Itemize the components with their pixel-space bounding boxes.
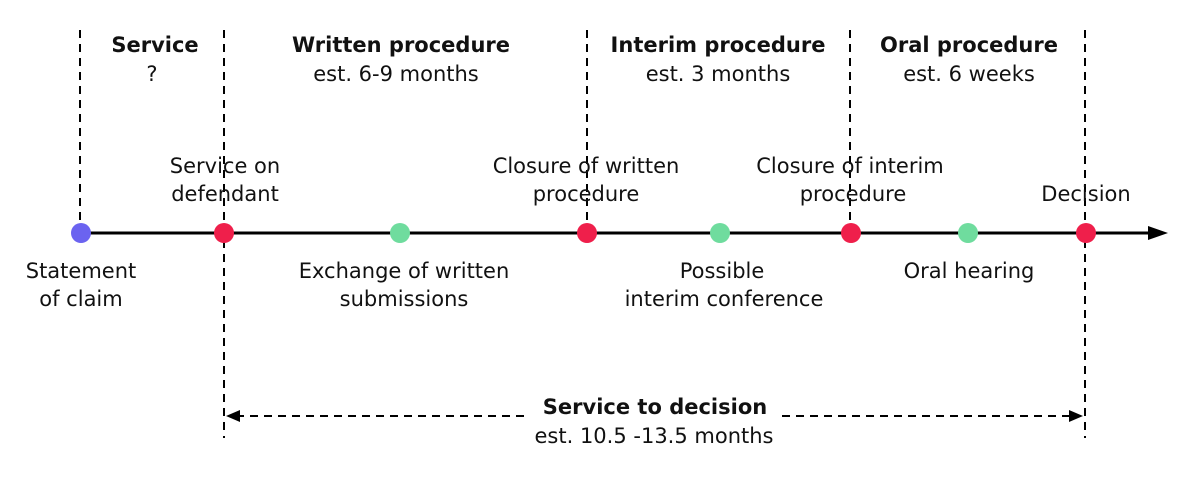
milestone-label-closure-interim-line2: procedure xyxy=(799,182,907,206)
dot-interim-conference xyxy=(710,223,730,243)
phase-title-interim: Interim procedure xyxy=(610,33,826,57)
event-label-oral-hearing: Oral hearing xyxy=(903,259,1035,283)
phase-duration-interim: est. 3 months xyxy=(645,62,791,86)
phase-duration-service: ? xyxy=(146,62,158,86)
milestone-label-decision: Decision xyxy=(1041,182,1131,206)
milestone-label-closure-written-line1: Closure of written xyxy=(492,154,680,178)
span-arrowhead-right xyxy=(1069,410,1083,422)
milestone-label-closure-written-line2: procedure xyxy=(532,182,640,206)
span-arrowhead-left xyxy=(226,410,240,422)
dot-closure-written xyxy=(577,223,597,243)
event-label-statement-line2: of claim xyxy=(39,287,123,311)
dot-exchange-of-submissions xyxy=(390,223,410,243)
event-label-interim-conference-line1: Possible xyxy=(679,259,765,283)
phase-title-service: Service xyxy=(111,33,199,57)
milestone-label-service-line2: defendant xyxy=(171,182,279,206)
phase-duration-written: est. 6-9 months xyxy=(313,62,479,86)
event-label-interim-conference-line2: interim conference xyxy=(624,287,824,311)
dot-service-on-defendant xyxy=(214,223,234,243)
span-title: Service to decision xyxy=(542,395,768,419)
timeline-arrowhead xyxy=(1148,226,1168,240)
event-label-exchange-line2: submissions xyxy=(339,287,469,311)
dot-oral-hearing xyxy=(958,223,978,243)
phase-title-written: Written procedure xyxy=(291,33,511,57)
span-duration: est. 10.5 -13.5 months xyxy=(534,424,774,448)
milestone-label-closure-interim-line1: Closure of interim xyxy=(756,154,944,178)
event-label-statement-line1: Statement xyxy=(25,259,137,283)
milestone-label-service-line1: Service on xyxy=(169,154,281,178)
phase-title-oral: Oral procedure xyxy=(880,33,1058,57)
dot-decision xyxy=(1076,223,1096,243)
dot-statement-of-claim xyxy=(71,223,91,243)
dot-closure-interim xyxy=(841,223,861,243)
phase-duration-oral: est. 6 weeks xyxy=(903,62,1035,86)
event-label-exchange-line1: Exchange of written xyxy=(298,259,510,283)
